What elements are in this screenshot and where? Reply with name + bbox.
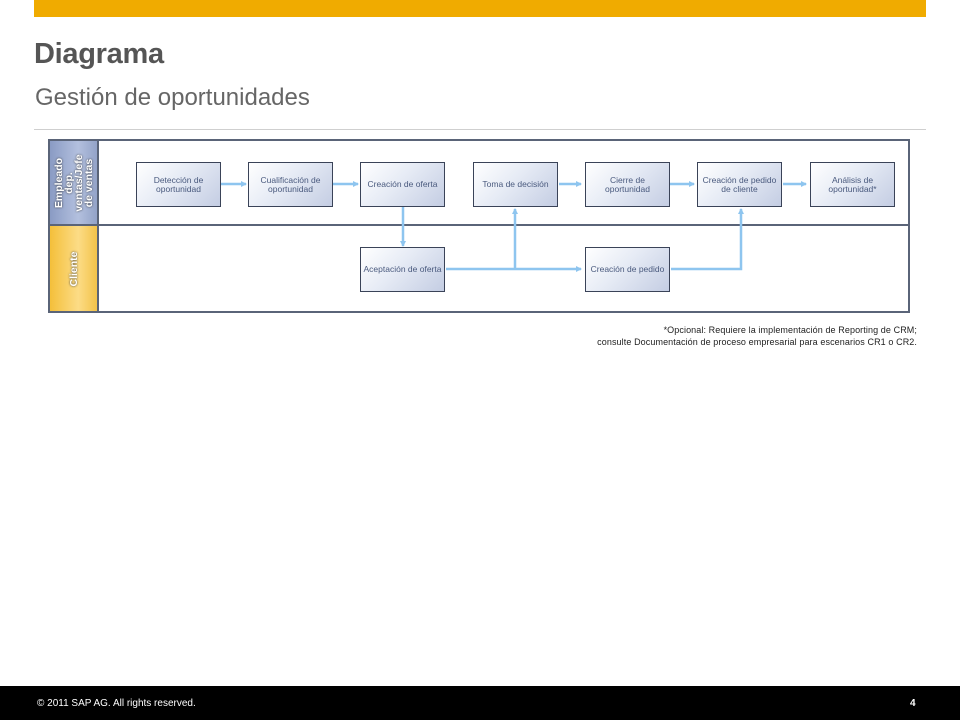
lane-label-customer: Cliente — [67, 250, 80, 287]
step-toma-decision[interactable]: Toma de decisión — [473, 162, 558, 207]
footnote-line-2: consulte Documentación de proceso empres… — [597, 337, 917, 347]
step-creacion-pedido-cliente[interactable]: Creación de pedido de cliente — [697, 162, 782, 207]
step-deteccion[interactable]: Detección de oportunidad — [136, 162, 221, 207]
page-number: 4 — [910, 698, 916, 709]
step-analisis[interactable]: Análisis de oportunidad* — [810, 162, 895, 207]
step-aceptacion-oferta[interactable]: Aceptación de oferta — [360, 247, 445, 292]
lane-header-customer: Cliente — [50, 226, 99, 311]
title-divider — [34, 129, 926, 130]
footer-bar — [0, 686, 960, 720]
step-cualificacion[interactable]: Cualificación de oportunidad — [248, 162, 333, 207]
lane-header-sales: Empleado dep. ventas/Jefe de ventas — [50, 141, 99, 224]
step-cierre[interactable]: Cierre de oportunidad — [585, 162, 670, 207]
lane-separator — [48, 224, 910, 226]
step-creacion-oferta[interactable]: Creación de oferta — [360, 162, 445, 207]
footnote-line-1: *Opcional: Requiere la implementación de… — [663, 325, 917, 335]
footnote: *Opcional: Requiere la implementación de… — [520, 324, 917, 348]
lane-label-sales: Empleado dep. ventas/Jefe de ventas — [52, 153, 95, 212]
accent-bar — [34, 0, 926, 17]
page-title: Diagrama — [34, 38, 164, 70]
page-subtitle: Gestión de oportunidades — [35, 84, 310, 111]
step-creacion-pedido[interactable]: Creación de pedido — [585, 247, 670, 292]
copyright-text: © 2011 SAP AG. All rights reserved. — [37, 698, 196, 709]
swimlane-diagram — [48, 139, 910, 313]
